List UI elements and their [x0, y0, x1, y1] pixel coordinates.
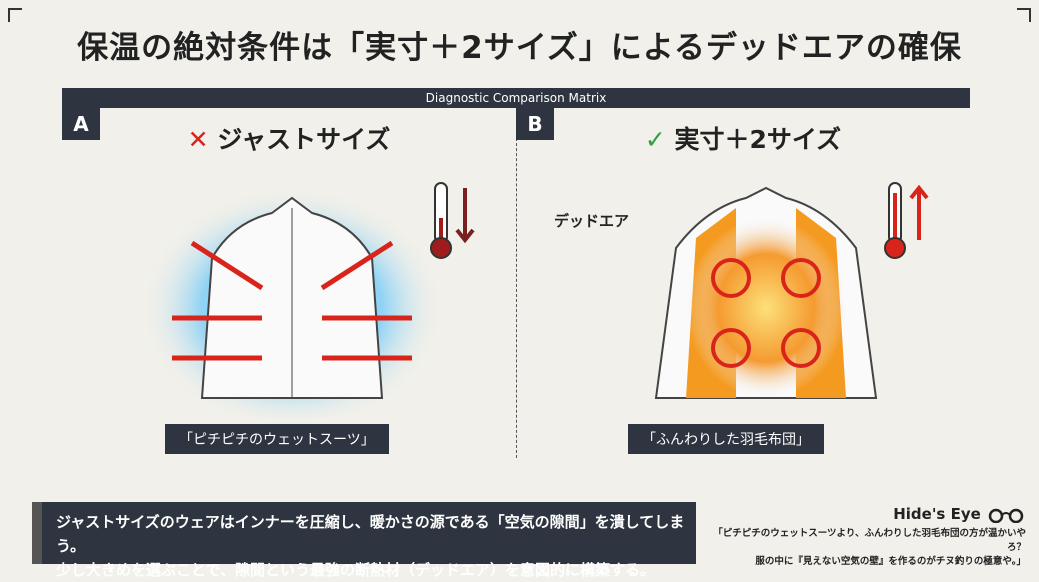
panel-caption: 「ピチピチのウェットスーツ」 [165, 424, 389, 454]
check-icon: ✓ [644, 125, 666, 154]
panel-badge: A [62, 108, 100, 140]
dead-air-label: デッドエア [554, 212, 630, 230]
thermometer-down-icon [430, 182, 475, 259]
cross-icon: ✕ [187, 125, 209, 154]
jacket-loose-illustration [654, 186, 878, 399]
corner-mark [8, 8, 22, 22]
panel-badge: B [516, 108, 554, 140]
summary-line: ジャストサイズのウェアはインナーを圧縮し、暖かさの源である「空気の隙間」を潰して… [56, 513, 685, 555]
hides-eye-line: 「ピチピチのウェットスーツより、ふんわりした羽毛布団の方が温かいやろ？ [713, 528, 1026, 553]
glasses-icon [988, 508, 1024, 523]
panel-b: B ✓ 実寸＋2サイズ デッドエア 「ふんわりした羽毛布団」 [516, 108, 970, 468]
hides-eye-box: Hide's Eye 「ピチピチのウェットスーツより、ふんわりした羽毛布団の方が… [706, 505, 1026, 569]
thermometer-up-icon [884, 182, 929, 259]
summary-box: ジャストサイズのウェアはインナーを圧縮し、暖かさの源である「空気の隙間」を潰して… [32, 502, 696, 579]
panel-caption: 「ふんわりした羽毛布団」 [628, 424, 824, 454]
summary-line: 少し大きめを選ぶことで、隙間という最強の断熱材（デッドエア）を意図的に構築する。 [56, 561, 655, 579]
corner-mark [1017, 8, 1031, 22]
divider [516, 128, 517, 458]
matrix-label: Diagnostic Comparison Matrix [62, 88, 970, 108]
comparison-matrix: Diagnostic Comparison Matrix A ✕ ジャストサイズ… [62, 88, 970, 470]
page-title: 保温の絶対条件は「実寸＋2サイズ」によるデッドエアの確保 [77, 30, 962, 66]
hides-eye-title: Hide's Eye [893, 505, 981, 523]
panel-title: ジャストサイズ [217, 125, 391, 154]
jacket-tight-illustration [142, 188, 442, 418]
panel-a: A ✕ ジャストサイズ 「ピチピチのウェットスーツ」 [62, 108, 516, 468]
panel-title: 実寸＋2サイズ [674, 125, 842, 154]
hides-eye-line: 服の中に『見えない空気の壁』を作るのがチヌ釣りの極意や。」 [755, 556, 1026, 567]
